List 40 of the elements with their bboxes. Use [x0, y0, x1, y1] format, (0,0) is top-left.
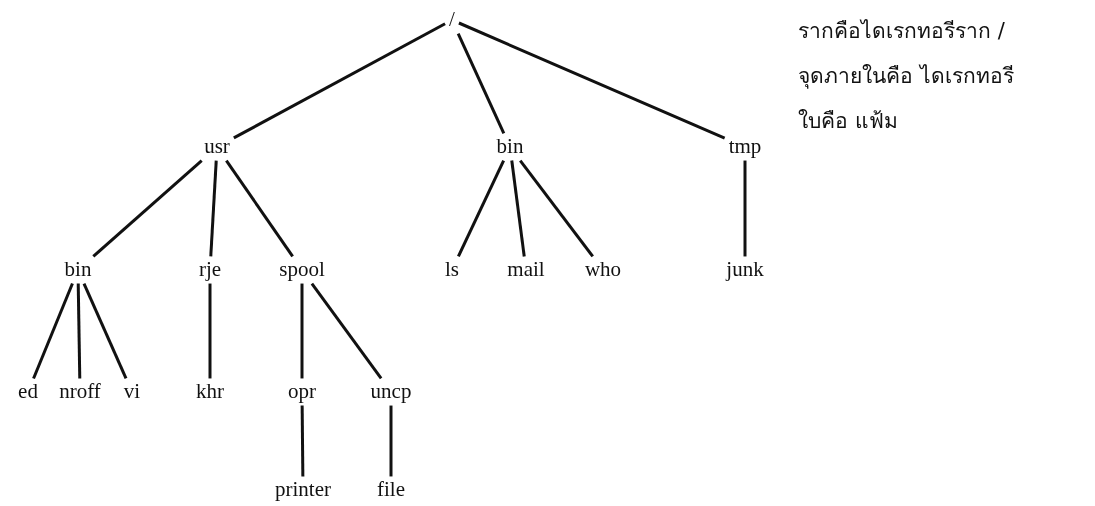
directory-name: printer [271, 476, 335, 504]
tree-branch-line [458, 21, 726, 140]
directory-name: vi [119, 378, 145, 406]
directory-name: tmp [724, 133, 766, 161]
directory-name: opr [284, 378, 320, 406]
tree-branch-line [76, 283, 82, 379]
directory-name: junk [722, 256, 768, 284]
tree-branch-line [82, 282, 128, 380]
note-text: รากคือไดเรกทอรีราก / [798, 18, 1006, 45]
note-text: ใบคือ แฟ้ม [798, 108, 899, 135]
directory-name: who [580, 256, 626, 284]
tree-branch-line [32, 283, 74, 379]
directory-name: rje [194, 256, 226, 284]
directory-name: khr [192, 378, 228, 406]
tree-branch-line [456, 32, 506, 135]
tree-branch-line [233, 22, 446, 140]
tree-branch-line [209, 160, 218, 257]
tree-branch-line [300, 283, 304, 379]
directory-name: ls [441, 256, 463, 284]
directory-name: nroff [55, 378, 105, 406]
tree-branch-line [225, 159, 294, 258]
tree-branch-line [457, 159, 505, 258]
tree-branch-line [300, 405, 305, 477]
directory-name: uncp [366, 378, 416, 406]
tree-branch-line [519, 159, 594, 258]
note-text: จุดภายในคือ ไดเรกทอรี [798, 63, 1014, 91]
directory-name: ed [14, 378, 42, 406]
directory-name: spool [275, 256, 329, 284]
directory-name: usr [200, 133, 234, 161]
directory-name: file [373, 476, 409, 504]
directory-name: bin [492, 133, 528, 161]
tree-branch-line [92, 159, 203, 258]
directory-name: bin [60, 256, 96, 284]
tree-branch-line [510, 160, 526, 257]
tree-branch-line [743, 160, 747, 257]
directory-name: / [445, 6, 459, 34]
directory-name: mail [503, 256, 549, 284]
tree-branch-line [389, 405, 393, 477]
tree-branch-line [310, 282, 383, 380]
tree-branch-line [208, 283, 212, 379]
